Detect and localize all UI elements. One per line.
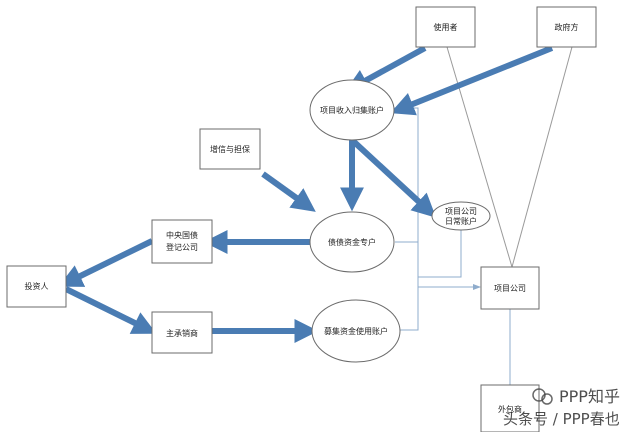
node-lead-underwriter-label: 主承销商 [166,328,198,338]
node-project-company-box [480,266,540,310]
node-project-company-daily-label-1: 项目公司 [445,207,477,216]
node-government-label: 政府方 [555,22,579,32]
node-user-box [415,6,476,48]
node-debt-fund-account-label: 债债资金专户 [328,237,376,247]
arrow-revenue-to-daily-account [349,137,437,218]
node-project-company-daily-ellipse [431,201,491,231]
node-government-box [536,6,597,48]
thin-connector-revenue [392,107,419,331]
node-credit-enhancement-label: 增信与担保 [210,144,250,154]
node-revenue-account-label: 项目收入归集账户 [320,105,384,115]
node-central-depository-label-1: 中央国债 [166,230,198,240]
line-government-to-company [511,46,573,268]
node-debt-fund-account-ellipse [309,211,395,273]
node-raised-fund-account-label: 募集资金使用账户 [324,326,388,336]
watermark-logo-icon [532,388,553,405]
node-central-depository-label-2: 登记公司 [166,242,198,252]
node-investor-box [6,265,67,308]
watermark-line-1: PPP知乎 [559,387,620,406]
watermark: PPP知乎 头条号 / PPP春也 [503,387,620,428]
node-lead-underwriter-box [151,311,213,354]
arrow-credit-to-debt-account [261,171,316,212]
node-central-depository-box [151,219,213,264]
node-external-contractor-label: 外包商 [498,404,522,414]
node-project-company-label: 项目公司 [494,284,526,293]
node-user-label: 使用者 [434,22,458,32]
node-external-contractor-box [480,384,540,432]
node-credit-enhancement-box [199,128,261,170]
arrow-investor-to-underwriter [64,286,157,334]
thin-connector-daily-account [418,229,462,278]
node-raised-fund-account-ellipse [311,299,401,363]
watermark-line-2: 头条号 / PPP春也 [503,410,620,428]
arrow-central-depository-to-investor [58,238,154,287]
node-investor-label: 投资人 [25,281,49,291]
node-project-company-daily-label-2: 日常账户 [445,216,477,226]
arrow-government-to-revenue-account [390,45,554,116]
node-revenue-account-ellipse [309,79,395,141]
